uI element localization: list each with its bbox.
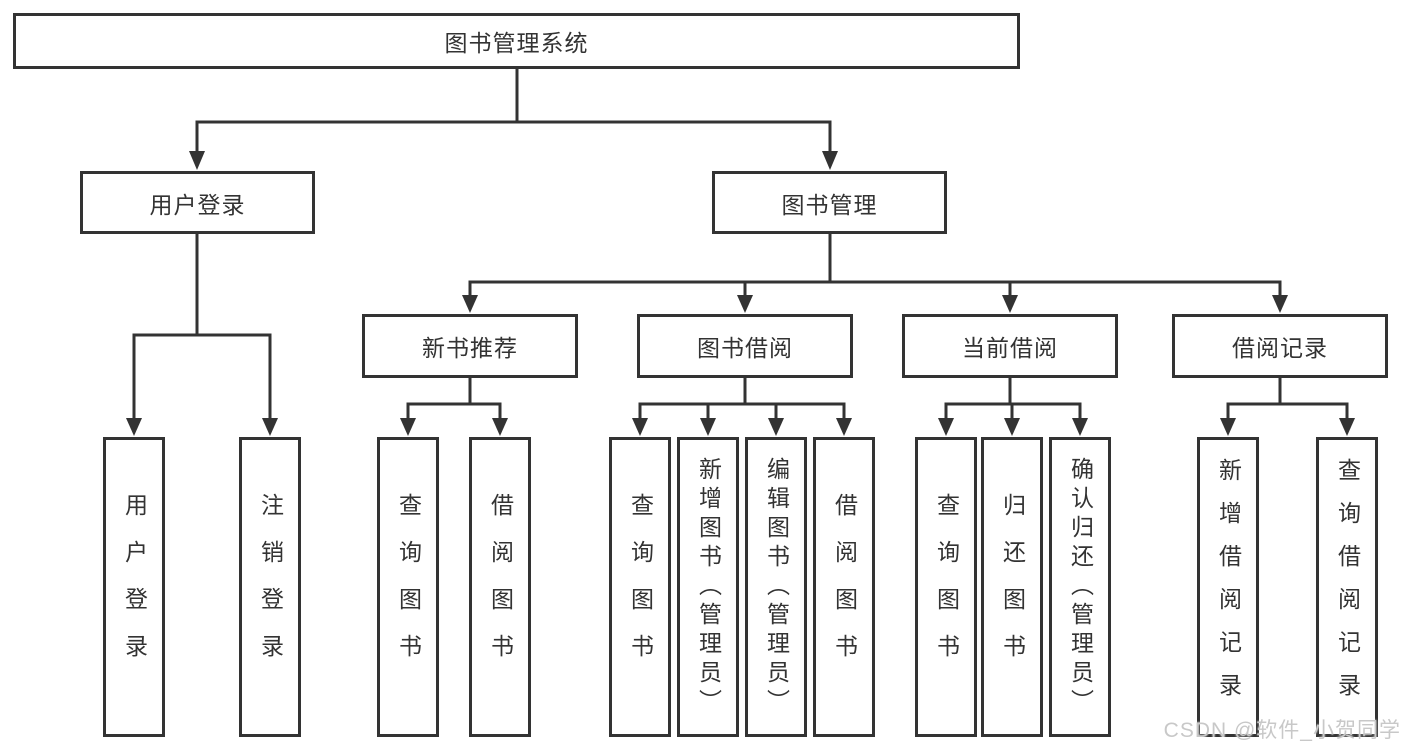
node-current-borrowing: 当前借阅: [902, 314, 1118, 378]
node-label: 查询图书: [627, 493, 654, 681]
arrowhead-icons: [126, 151, 1355, 436]
node-leaf-return-book: 归还图书: [981, 437, 1043, 737]
node-leaf-confirm-return-admin: 确认归还（管理员）: [1049, 437, 1111, 737]
node-leaf-query-book-borrow: 查询图书: [609, 437, 671, 737]
node-leaf-query-borrow-record: 查询借阅记录: [1316, 437, 1378, 737]
node-label: 查询图书: [933, 493, 960, 681]
node-label: 注销登录: [257, 493, 284, 681]
node-label: 归还图书: [999, 493, 1026, 681]
node-leaf-query-book-recommend: 查询图书: [377, 437, 439, 737]
node-book-borrowing: 图书借阅: [637, 314, 853, 378]
node-user-login: 用户登录: [80, 171, 315, 234]
node-label: 确认归还（管理员）: [1067, 456, 1094, 718]
node-label: 编辑图书（管理员）: [763, 456, 790, 718]
node-leaf-user-login: 用户登录: [103, 437, 165, 737]
node-leaf-add-borrow-record: 新增借阅记录: [1197, 437, 1259, 737]
node-leaf-logout: 注销登录: [239, 437, 301, 737]
node-label: 借阅图书: [487, 493, 514, 681]
node-root: 图书管理系统: [13, 13, 1020, 69]
node-label: 新增借阅记录: [1215, 458, 1242, 716]
node-label: 查询借阅记录: [1334, 458, 1361, 716]
node-leaf-query-book-current: 查询图书: [915, 437, 977, 737]
node-label: 用户登录: [121, 493, 148, 681]
node-label: 查询图书: [395, 493, 422, 681]
node-borrowing-records: 借阅记录: [1172, 314, 1388, 378]
node-leaf-borrow-book: 借阅图书: [813, 437, 875, 737]
node-leaf-edit-book-admin: 编辑图书（管理员）: [745, 437, 807, 737]
node-leaf-add-book-admin: 新增图书（管理员）: [677, 437, 739, 737]
node-label: 新增图书（管理员）: [695, 456, 722, 718]
node-new-book-recommend: 新书推荐: [362, 314, 578, 378]
node-label: 借阅图书: [831, 493, 858, 681]
node-leaf-borrow-book-recommend: 借阅图书: [469, 437, 531, 737]
node-book-management: 图书管理: [712, 171, 947, 234]
csdn-watermark: CSDN @软件_小贺同学: [1163, 719, 1401, 742]
